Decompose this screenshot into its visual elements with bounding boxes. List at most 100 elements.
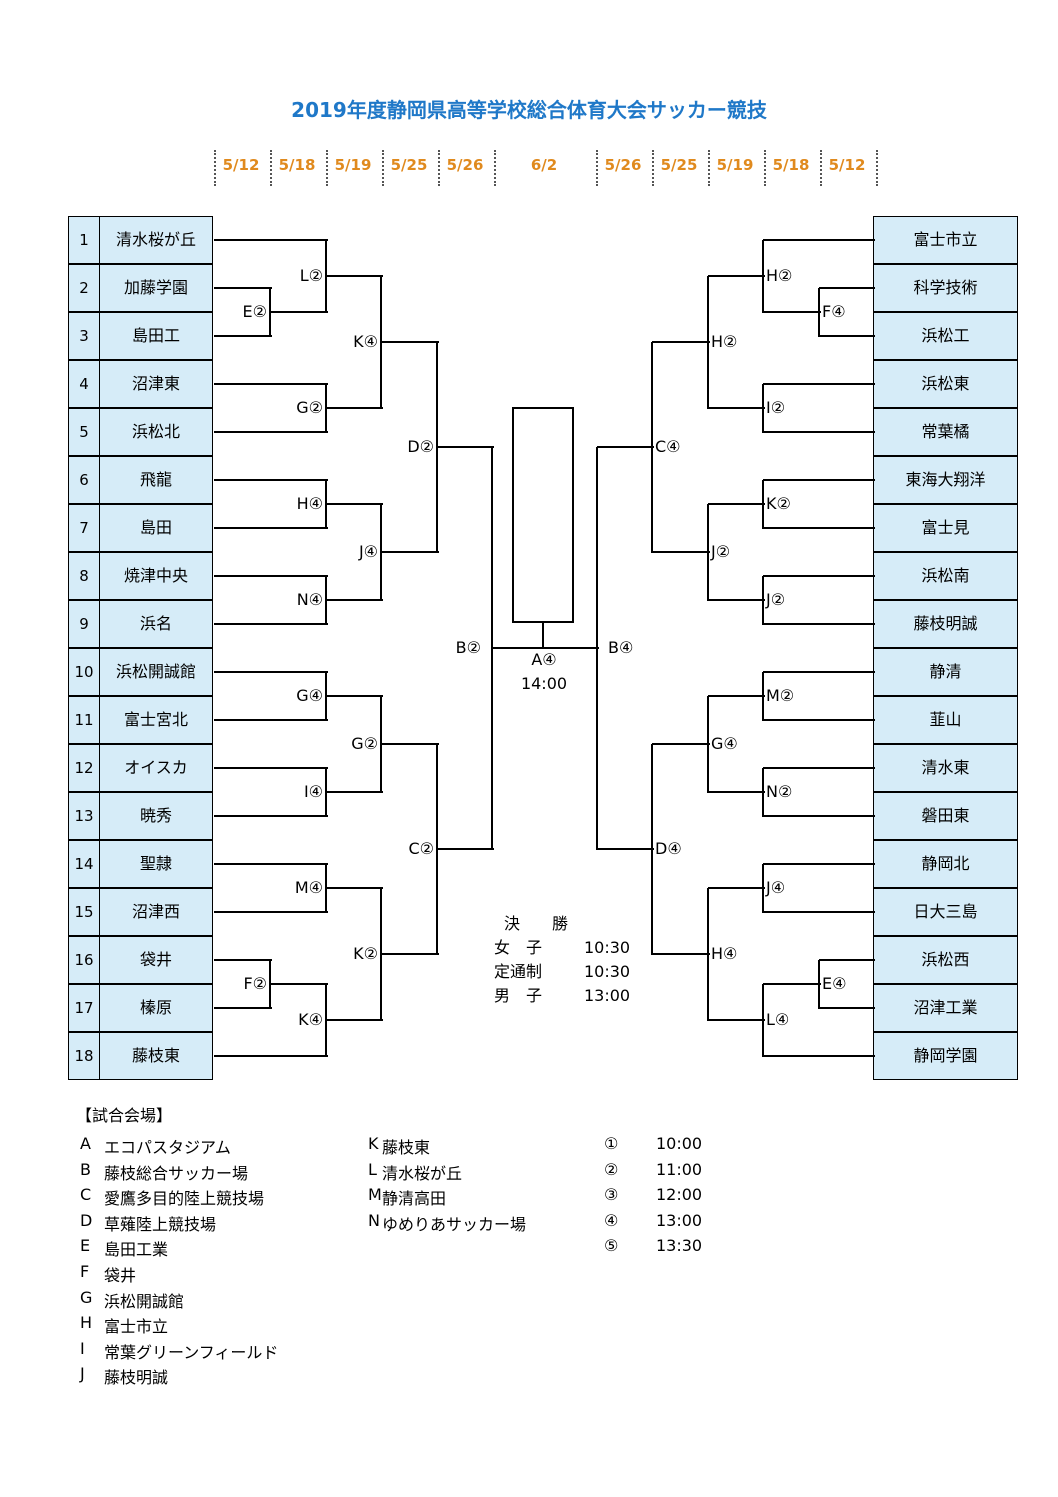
slot-mark: ⑤: [604, 1236, 619, 1256]
kickoff-time: 13:00: [584, 986, 631, 1005]
team-number: 15: [69, 889, 100, 935]
bracket-line: [326, 1019, 383, 1021]
bracket-line: [763, 671, 875, 673]
bracket-line: [214, 911, 328, 913]
bracket-line: [437, 848, 494, 850]
date-separator: [438, 150, 440, 186]
date-separator: [326, 150, 328, 186]
bracket-line: [763, 911, 875, 913]
team-name: オイスカ: [124, 758, 188, 777]
team-number: 17: [69, 985, 100, 1031]
team-name: 富士宮北: [123, 710, 188, 729]
slot-mark: ①: [604, 1134, 619, 1153]
bracket-line: [819, 959, 875, 961]
match-label: C④: [654, 437, 682, 456]
bracket-line: [708, 695, 765, 697]
venue-name: 静清高田: [382, 1189, 447, 1209]
bracket-line: [214, 671, 328, 673]
team-row: 16 袋井: [68, 936, 213, 984]
bracket-line: [597, 446, 654, 448]
bracket-line: [214, 287, 272, 289]
bracket-line: [326, 887, 383, 889]
final-venue: A④: [531, 650, 557, 669]
team-number: 3: [69, 313, 100, 359]
match-label: M④: [293, 878, 324, 897]
team-number: 12: [69, 745, 100, 791]
team-row: 日大三島: [873, 888, 1018, 936]
team-row: 12 オイスカ: [68, 744, 213, 792]
match-label: K④: [297, 1010, 324, 1029]
team-number: 4: [69, 361, 100, 407]
bracket-line: [819, 287, 875, 289]
match-label: E④: [821, 974, 848, 993]
venue-code: H: [80, 1313, 93, 1333]
team-number: 7: [69, 505, 100, 551]
kickoff-time: 10:30: [584, 938, 631, 957]
team-row: 静清: [873, 648, 1018, 696]
slot-time: 13:00: [656, 1210, 703, 1230]
venue-code: G: [80, 1287, 93, 1307]
team-number: 8: [69, 553, 100, 599]
bracket-line: [270, 983, 328, 985]
bracket-line: [326, 695, 383, 697]
team-name: 静清: [929, 662, 962, 681]
slot-mark: ②: [604, 1159, 619, 1179]
team-name: 浜松南: [921, 566, 970, 585]
match-label: J④: [357, 542, 379, 561]
bracket-line: [326, 275, 383, 277]
team-name: 島田: [139, 518, 172, 537]
match-label: J④: [765, 878, 787, 897]
venue-code: M: [368, 1185, 382, 1205]
slot-time: 10:00: [656, 1134, 703, 1153]
team-name: 常葉橘: [921, 422, 970, 441]
team-row: 磐田東: [873, 792, 1018, 840]
team-number: 5: [69, 409, 100, 455]
team-name: 飛龍: [139, 470, 172, 489]
team-name: 清水桜が丘: [115, 230, 196, 249]
team-name: 沼津東: [131, 374, 180, 393]
bracket-line: [763, 863, 875, 865]
venue-code: C: [80, 1185, 92, 1205]
match-label: M②: [765, 686, 796, 705]
round-date: 5/18: [278, 156, 316, 174]
match-label: F④: [821, 302, 847, 321]
bracket-line: [708, 275, 765, 277]
match-label: F②: [242, 974, 268, 993]
bracket-line: [708, 599, 765, 601]
round-date: 5/12: [828, 156, 866, 174]
venue-code: N: [368, 1210, 380, 1230]
team-row: 浜松南: [873, 552, 1018, 600]
date-separator: [708, 150, 710, 186]
bracket-line: [763, 1055, 875, 1057]
team-row: 富士見: [873, 504, 1018, 552]
bracket-line: [763, 383, 875, 385]
bracket-line: [381, 551, 439, 553]
slot-mark: ④: [604, 1210, 619, 1230]
bracket-line: [763, 479, 875, 481]
match-label: H②: [765, 266, 794, 285]
team-number: 16: [69, 937, 100, 983]
bracket-line: [652, 341, 710, 343]
slot-time: 12:00: [656, 1185, 703, 1205]
team-name: 沼津工業: [913, 998, 978, 1017]
team-row: 5 浜松北: [68, 408, 213, 456]
kickoff-label: 男 子: [494, 986, 543, 1005]
team-name: 袋井: [139, 950, 172, 969]
venue-code: J: [80, 1364, 85, 1384]
team-name: 暁秀: [139, 806, 172, 825]
match-label: G②: [295, 398, 324, 417]
slot-time: 13:30: [656, 1236, 703, 1256]
team-name: 浜松北: [131, 422, 180, 441]
bracket-line: [597, 848, 654, 850]
date-separator: [270, 150, 272, 186]
team-name: 韮山: [929, 710, 962, 729]
team-name: 聖隷: [139, 854, 172, 873]
match-label: D②: [406, 437, 435, 456]
bracket-line: [214, 575, 328, 577]
